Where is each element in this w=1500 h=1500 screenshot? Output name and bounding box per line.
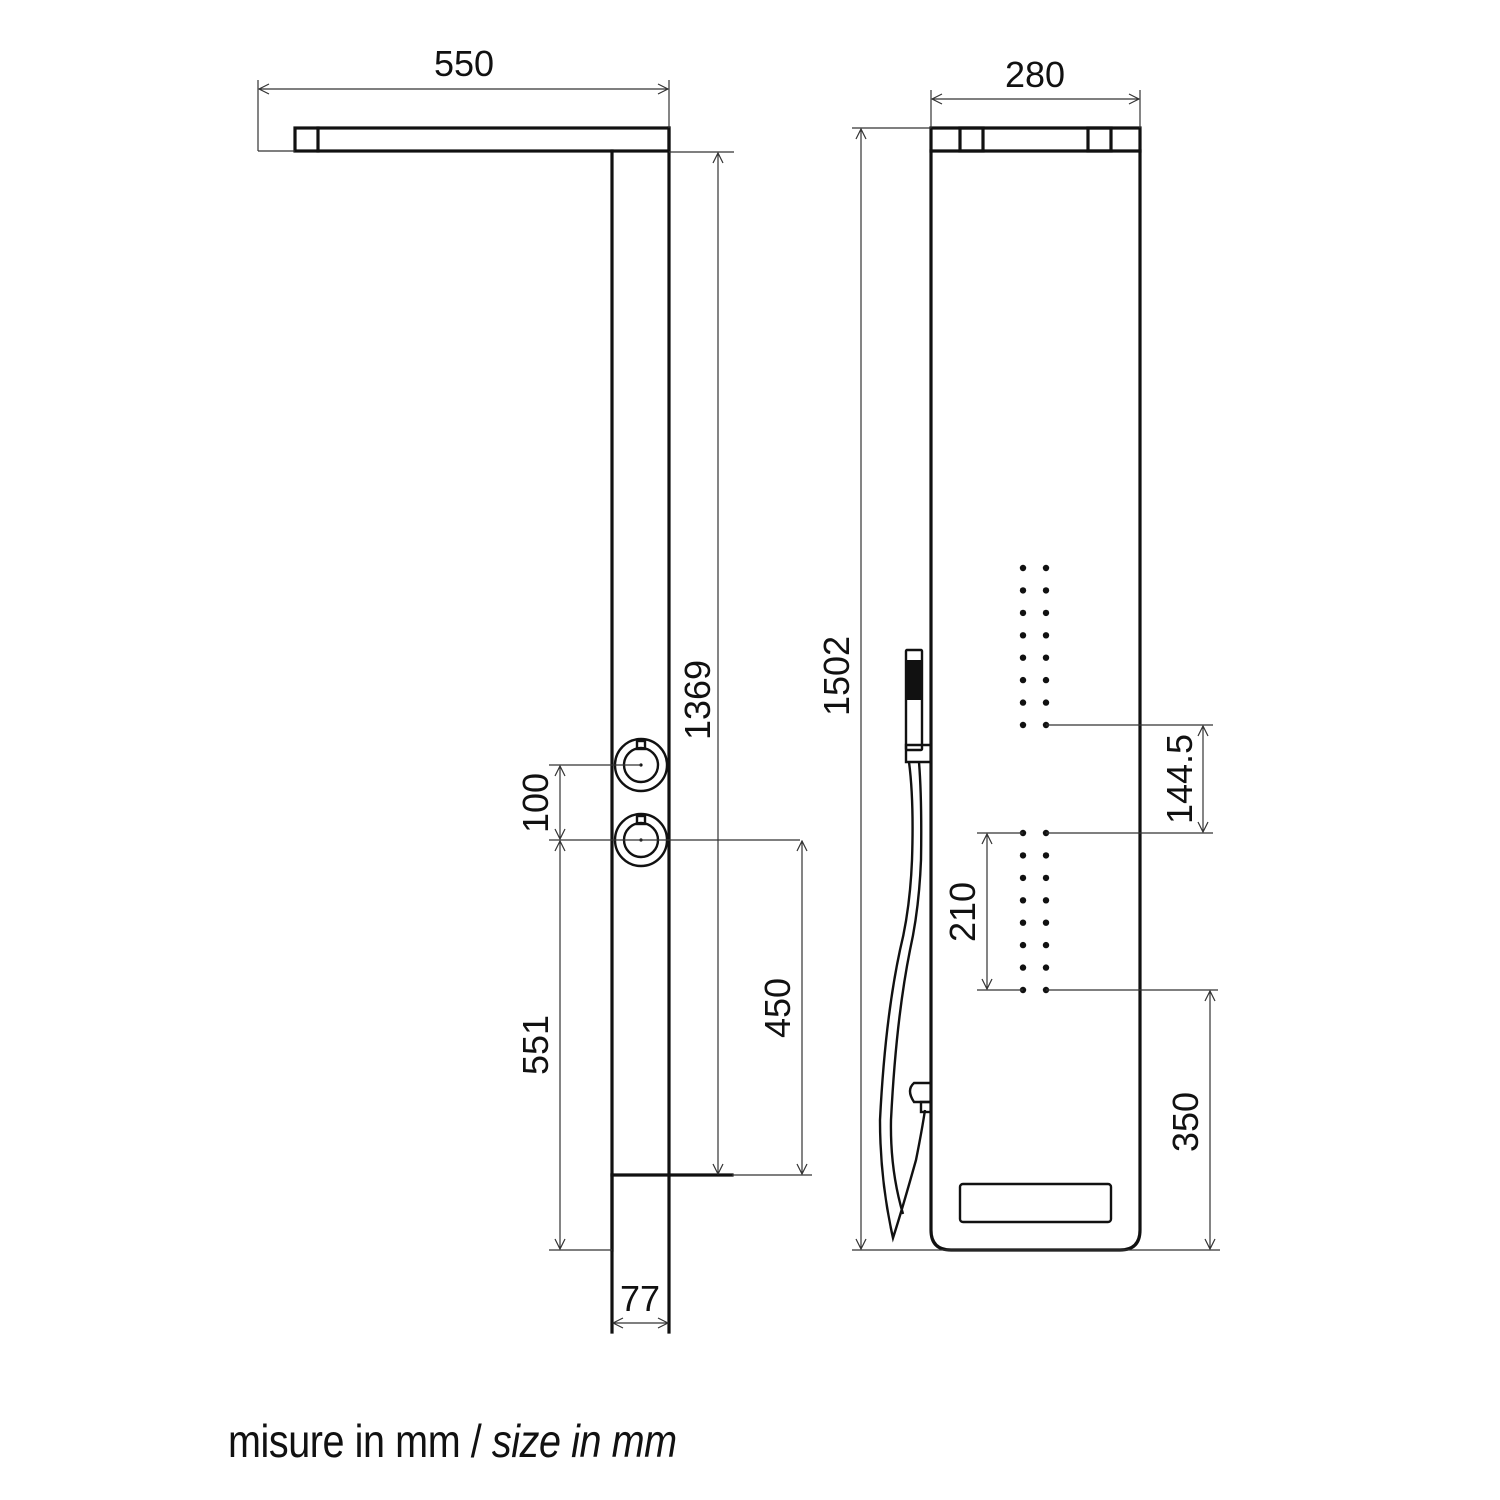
dimension-210: 210 bbox=[942, 832, 1218, 991]
jet-nozzle bbox=[1042, 964, 1050, 971]
body-jets-lower bbox=[1019, 829, 1050, 994]
overhead-arm bbox=[293, 126, 671, 153]
cascade-spout bbox=[958, 1182, 1113, 1224]
caption-english: size in mm bbox=[491, 1415, 677, 1467]
column bbox=[610, 126, 734, 1334]
dimension-label-550: 550 bbox=[434, 43, 494, 84]
dimension-144-5: 144.5 bbox=[1046, 724, 1213, 834]
jet-nozzle bbox=[1019, 721, 1027, 729]
dimension-label-1369: 1369 bbox=[677, 660, 718, 740]
dimension-label-350: 350 bbox=[1165, 1092, 1206, 1152]
jet-nozzle bbox=[1019, 654, 1027, 661]
jet-nozzle bbox=[1019, 699, 1027, 706]
dimension-100: 100 bbox=[515, 764, 800, 841]
body-jets-upper bbox=[1019, 564, 1050, 729]
dimension-550: 550 bbox=[257, 43, 670, 152]
jet-nozzle bbox=[1042, 587, 1050, 594]
jet-nozzle bbox=[1042, 852, 1050, 859]
dimension-label-280: 280 bbox=[1005, 54, 1065, 95]
jet-nozzle bbox=[1042, 941, 1050, 949]
jet-nozzle bbox=[1019, 564, 1027, 572]
rain-head bbox=[929, 126, 1142, 153]
jet-nozzle bbox=[1019, 609, 1027, 617]
dimension-label-210: 210 bbox=[942, 882, 983, 942]
jet-nozzle bbox=[1019, 676, 1027, 684]
jet-nozzle bbox=[1042, 874, 1050, 882]
shower-panel bbox=[929, 126, 1142, 1252]
jet-nozzle bbox=[1019, 964, 1027, 971]
jet-nozzle bbox=[1042, 676, 1050, 684]
side-view: 550 1369 100 551 450 bbox=[257, 43, 812, 1334]
jet-nozzle bbox=[1042, 699, 1050, 706]
units-caption: misure in mm / size in mm bbox=[228, 1414, 677, 1468]
dimension-280: 280 bbox=[930, 54, 1141, 128]
dimension-1369: 1369 bbox=[669, 151, 734, 1174]
dimension-label-100: 100 bbox=[515, 773, 556, 833]
dimension-label-144-5: 144.5 bbox=[1159, 734, 1200, 824]
jet-nozzle bbox=[1019, 852, 1027, 859]
dimension-350: 350 bbox=[1165, 991, 1210, 1249]
caption-separator: / bbox=[460, 1415, 492, 1467]
hand-shower bbox=[878, 648, 933, 1243]
dimension-551: 551 bbox=[515, 841, 612, 1251]
jet-nozzle bbox=[1042, 919, 1050, 926]
jet-nozzle bbox=[1019, 632, 1027, 639]
dimension-label-1502: 1502 bbox=[816, 636, 857, 716]
jet-nozzle bbox=[1042, 654, 1050, 661]
jet-nozzle bbox=[1042, 609, 1050, 617]
jet-nozzle bbox=[1019, 897, 1027, 904]
dimension-label-77: 77 bbox=[620, 1278, 660, 1319]
dimension-1502: 1502 bbox=[816, 127, 1220, 1251]
jet-nozzle bbox=[1042, 897, 1050, 904]
hose-connector bbox=[908, 1081, 933, 1114]
caption-italian: misure in mm bbox=[228, 1415, 461, 1467]
dimension-label-450: 450 bbox=[757, 978, 798, 1038]
jet-nozzle bbox=[1019, 874, 1027, 882]
jet-nozzle bbox=[1019, 919, 1027, 926]
dimension-450: 450 bbox=[732, 841, 812, 1176]
jet-nozzle bbox=[1042, 564, 1050, 572]
dimension-label-551: 551 bbox=[515, 1015, 556, 1075]
jet-nozzle bbox=[1019, 941, 1027, 949]
dimension-77: 77 bbox=[613, 1278, 668, 1323]
jet-nozzle bbox=[1042, 632, 1050, 639]
jet-nozzle bbox=[1019, 587, 1027, 594]
front-view: 280 1502 144.5 210 350 bbox=[816, 54, 1220, 1252]
